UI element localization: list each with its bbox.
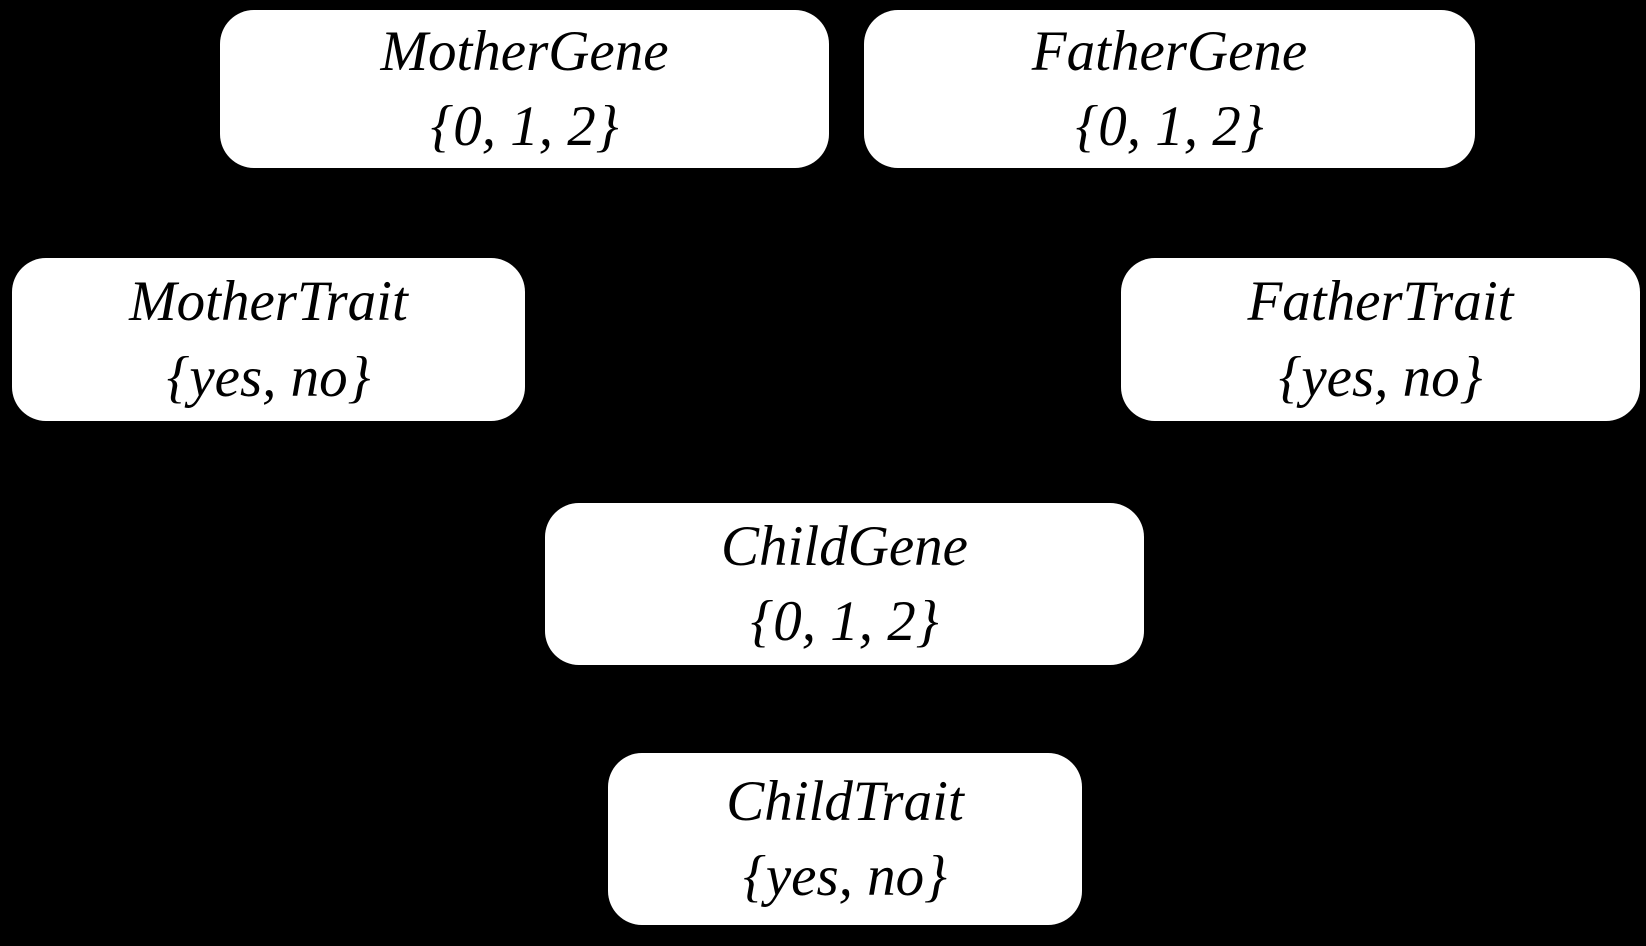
node-domain: {yes, no}	[743, 845, 947, 908]
node-label: ChildGene	[721, 514, 968, 578]
node-domain: {0, 1, 2}	[1075, 95, 1264, 158]
node-mother-gene: MotherGene {0, 1, 2}	[220, 10, 829, 168]
node-domain: {yes, no}	[166, 345, 371, 409]
node-domain: {0, 1, 2}	[750, 590, 939, 653]
node-father-trait: FatherTrait {yes, no}	[1121, 258, 1640, 421]
node-mother-trait: MotherTrait {yes, no}	[12, 258, 525, 421]
node-label: MotherTrait	[129, 270, 408, 334]
node-label: FatherTrait	[1247, 270, 1514, 334]
node-domain: {yes, no}	[1278, 345, 1483, 409]
node-father-gene: FatherGene {0, 1, 2}	[864, 10, 1475, 168]
node-child-trait: ChildTrait {yes, no}	[608, 753, 1082, 925]
node-domain: {0, 1, 2}	[430, 95, 619, 158]
node-label: FatherGene	[1031, 19, 1308, 83]
node-child-gene: ChildGene {0, 1, 2}	[545, 503, 1144, 665]
node-label: ChildTrait	[726, 769, 964, 833]
node-label: MotherGene	[380, 19, 669, 83]
